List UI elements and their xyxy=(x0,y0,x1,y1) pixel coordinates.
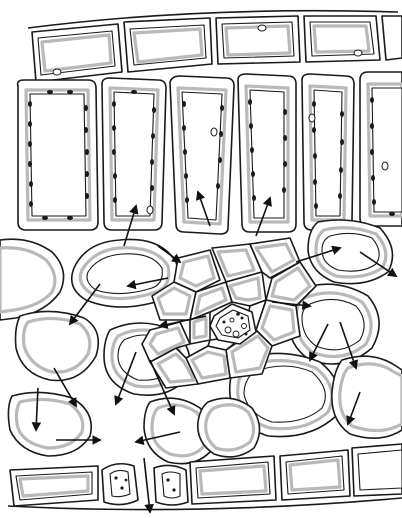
arrow-down xyxy=(144,458,150,512)
palisade-cell xyxy=(360,72,402,226)
spongy-cell xyxy=(8,392,91,456)
epidermal-cell xyxy=(190,456,276,504)
palisade-cell xyxy=(302,74,354,230)
spongy-cell xyxy=(198,398,260,457)
epidermal-cell xyxy=(304,16,380,62)
epidermal-cell xyxy=(32,24,122,82)
palisade-cell xyxy=(102,78,166,230)
spongy-cell xyxy=(0,239,64,320)
spongy-cell xyxy=(308,220,393,284)
epidermal-cell xyxy=(280,450,350,500)
upper-epidermis xyxy=(28,11,402,82)
epidermal-cell xyxy=(124,18,212,72)
spongy-cell xyxy=(332,356,402,438)
spongy-cell xyxy=(16,311,99,380)
epidermal-cell xyxy=(216,16,300,64)
palisade-layer xyxy=(18,72,402,234)
epidermal-cell xyxy=(10,466,98,506)
palisade-cell xyxy=(18,80,98,230)
epidermal-cell xyxy=(352,444,402,496)
epidermal-cell xyxy=(382,16,402,60)
palisade-cell xyxy=(170,76,234,234)
guard-cell xyxy=(154,465,188,505)
guard-cell xyxy=(102,464,138,505)
vascular-bundle xyxy=(210,304,256,344)
